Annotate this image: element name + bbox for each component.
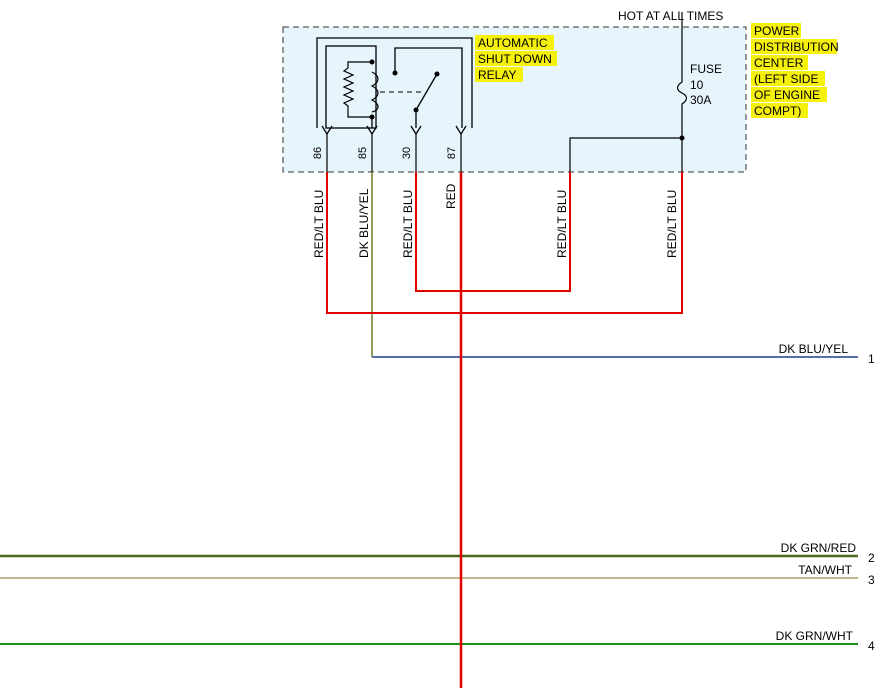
wire-label-pin30: RED/LT BLU: [401, 190, 415, 258]
svg-text:COMPT): COMPT): [754, 104, 801, 118]
pin-85-label: 85: [357, 147, 369, 159]
svg-text:RELAY: RELAY: [478, 68, 516, 82]
svg-text:AUTOMATIC: AUTOMATIC: [478, 36, 548, 50]
output-number-1: 1: [868, 352, 875, 366]
auto-shutdown-relay: [316, 37, 473, 172]
relay-title: AUTOMATIC SHUT DOWN RELAY: [475, 35, 557, 82]
relay-switch-icon: [394, 47, 463, 128]
wire-pin86-loop: [326, 172, 683, 314]
svg-text:SHUT DOWN: SHUT DOWN: [478, 52, 552, 66]
pdc-title: POWER DISTRIBUTION CENTER (LEFT SIDE OF …: [751, 23, 839, 118]
fuse-label: FUSE: [690, 62, 722, 76]
pin-87-label: 87: [446, 147, 458, 159]
output-number-4: 4: [868, 639, 875, 653]
output-label-3: TAN/WHT: [798, 563, 852, 577]
svg-text:(LEFT SIDE: (LEFT SIDE: [754, 72, 818, 86]
fuse-rating: 30A: [690, 93, 711, 107]
svg-text:DISTRIBUTION: DISTRIBUTION: [754, 40, 839, 54]
svg-text:POWER: POWER: [754, 24, 800, 38]
svg-text:CENTER: CENTER: [754, 56, 804, 70]
pin-86-label: 86: [312, 147, 324, 159]
wire-label-pin87: RED: [444, 183, 458, 209]
wire-label-fuse-a: RED/LT BLU: [555, 190, 569, 258]
wire-pin30-loop: [415, 172, 571, 292]
hot-at-all-times-label: HOT AT ALL TIMES: [618, 9, 723, 23]
relay-coil-icon: [342, 61, 372, 118]
output-label-2: DK GRN/RED: [781, 541, 857, 555]
wire-label-pin85: DK BLU/YEL: [357, 188, 371, 258]
fuse-symbol: [676, 62, 688, 138]
output-number-3: 3: [868, 573, 875, 587]
svg-text:OF ENGINE: OF ENGINE: [754, 88, 820, 102]
output-number-2: 2: [868, 551, 875, 565]
fuse-branch-wire: [569, 137, 682, 172]
wire-label-fuse-b: RED/LT BLU: [665, 190, 679, 258]
output-label-1: DK BLU/YEL: [779, 342, 849, 356]
wire-label-pin86: RED/LT BLU: [312, 190, 326, 258]
fuse-number: 10: [690, 78, 704, 92]
output-label-4: DK GRN/WHT: [776, 629, 854, 643]
pin-30-label: 30: [401, 147, 413, 159]
